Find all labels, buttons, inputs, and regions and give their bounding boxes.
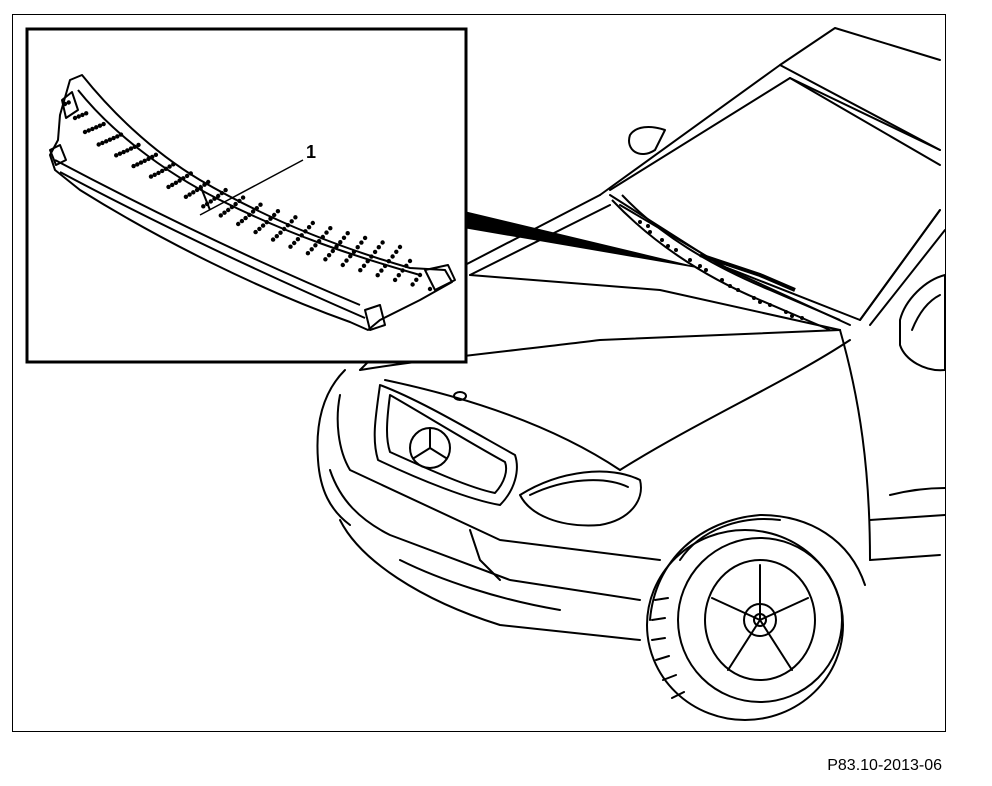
callout-leader — [199, 159, 304, 216]
cowl-panel-on-vehicle — [611, 194, 841, 331]
callout-number: 1 — [306, 142, 316, 162]
cowl-panel-detail — [49, 74, 456, 331]
detail-inset-frame — [25, 27, 468, 364]
figure-reference: P83.10-2013-06 — [827, 757, 942, 774]
ventilation-holes — [62, 100, 433, 292]
figure-frame — [12, 14, 946, 732]
